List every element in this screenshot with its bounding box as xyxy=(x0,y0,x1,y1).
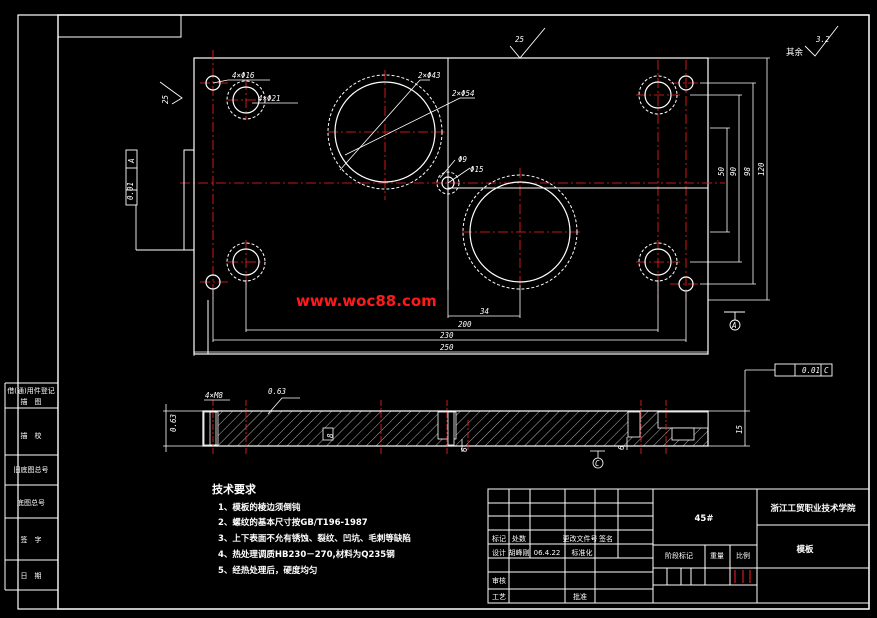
dim-step-right: 6 xyxy=(617,445,626,450)
left-bar-cell: 旧底图总号 xyxy=(14,465,49,474)
parallel-value: 0.01 xyxy=(802,366,820,375)
tb-change-file: 更改文件号 xyxy=(563,534,598,543)
tb-stage-mark: 阶段标记 xyxy=(665,551,693,560)
school-label: 浙江工贸职业技术学院 xyxy=(770,503,856,514)
dim-depth: 8 xyxy=(326,433,335,438)
horizontal-dimensions xyxy=(193,200,708,356)
tech-item: 1、模板的棱边须倒钝 xyxy=(218,502,301,513)
left-record-bar xyxy=(4,382,58,591)
flatness-frame xyxy=(125,149,138,206)
dim-bore-large: 2×Φ43 xyxy=(418,71,441,80)
vertical-dimensions xyxy=(690,57,770,301)
counterbore-outline xyxy=(226,242,266,282)
dim-thread: 4×M8 xyxy=(205,391,224,400)
counterbore-hole xyxy=(644,248,672,276)
corner-hole xyxy=(205,75,221,91)
tb-count: 处数 xyxy=(512,534,526,543)
dim-90: 90 xyxy=(729,166,738,176)
dim-34: 34 xyxy=(479,307,489,316)
title-block xyxy=(487,488,870,604)
center-lines xyxy=(180,50,725,300)
left-bar-cell: 底图总号 xyxy=(17,498,45,507)
tb-weight: 重量 xyxy=(710,552,724,560)
tech-item: 3、上下表面不允有锈蚀、裂纹、凹坑、毛刺等缺陷 xyxy=(218,533,411,544)
dim-98: 98 xyxy=(743,166,752,176)
watermark: www.woc88.com xyxy=(296,292,437,310)
section-view xyxy=(163,363,833,469)
dim-side-left: 0.63 xyxy=(169,413,178,432)
top-view xyxy=(125,25,839,356)
dim-pin-small: Φ9 xyxy=(458,155,468,164)
tb-approve: 批准 xyxy=(573,592,587,601)
roughness-left-label: 25 xyxy=(161,94,170,104)
flatness-value: 0.01 xyxy=(126,182,135,200)
dim-250: 250 xyxy=(440,343,454,352)
dim-pin-outer: Φ15 xyxy=(470,165,484,174)
roughness-side-label: 0.63 xyxy=(268,387,287,396)
dim-thickness: 15 xyxy=(735,424,744,434)
dim-bore-outer: 2×Φ54 xyxy=(452,89,475,98)
tb-standardize: 标准化 xyxy=(572,548,593,557)
part-name-label: 模板 xyxy=(796,544,814,555)
counterbore-outline xyxy=(638,75,678,115)
counterbore-hole xyxy=(232,248,260,276)
tb-design-date: 06.4.22 xyxy=(534,549,561,557)
tb-designer: 胡峰刚 xyxy=(509,548,530,557)
tb-scale: 比例 xyxy=(736,551,750,560)
left-bar-cell: 日 期 xyxy=(21,572,42,580)
datum-c-symbol xyxy=(592,457,604,469)
tb-process: 工艺 xyxy=(492,593,506,601)
roughness-top-label: 25 xyxy=(515,35,525,44)
surface-finish-label: 其余 xyxy=(786,47,804,58)
dim-230: 230 xyxy=(440,331,454,340)
tech-item: 5、经热处理后，硬度均匀 xyxy=(218,565,317,576)
parallel-datum: C xyxy=(824,366,829,375)
roughness-overall-label: 3.2 xyxy=(815,35,830,44)
tb-design: 设计 xyxy=(492,548,506,557)
counterbore-hole xyxy=(644,81,672,109)
datum-a-symbol xyxy=(729,319,741,331)
tech-item: 2、螺纹的基本尺寸按GB/T196-1987 xyxy=(218,517,368,528)
corner-hole xyxy=(678,276,694,292)
corner-hole xyxy=(205,274,221,290)
parallelism-frame xyxy=(774,363,833,377)
corner-hole xyxy=(678,75,694,91)
tb-sign: 签名 xyxy=(599,534,613,543)
tech-title: 技术要求 xyxy=(212,482,257,496)
dim-50: 50 xyxy=(717,166,726,176)
tb-mark: 标记 xyxy=(492,534,506,543)
tb-review: 审核 xyxy=(492,576,506,585)
large-bore xyxy=(334,81,436,183)
roughness-symbols xyxy=(159,25,839,105)
flatness-datum: A xyxy=(127,158,136,164)
dim-step-left: 6 xyxy=(460,447,469,452)
left-bar-cell: 借(通)用件登记 xyxy=(7,386,54,395)
dim-holes-cbore: 4×Φ21 xyxy=(258,94,281,103)
tech-item: 4、热处理调质HB230－270,材料为Q235钢 xyxy=(218,549,395,560)
left-bar-cell: 描 校 xyxy=(21,431,42,440)
left-bar-cell: 签 字 xyxy=(21,535,42,544)
material-label: 45# xyxy=(695,514,714,524)
dim-120: 120 xyxy=(757,162,766,176)
left-bar-cell: 描 图 xyxy=(21,397,42,406)
datum-c-letter: C xyxy=(595,459,600,468)
drawing-number-box xyxy=(57,14,182,38)
dim-200: 200 xyxy=(458,320,472,329)
counterbore-hole xyxy=(232,86,260,114)
inner-frame xyxy=(57,14,870,610)
bore-outer-outline xyxy=(327,74,443,190)
counterbore-outline xyxy=(638,242,678,282)
bore-outer-outline xyxy=(462,174,578,290)
dim-holes-small: 4×Φ16 xyxy=(232,71,255,80)
counterbore-outline xyxy=(226,80,266,120)
datum-a-letter: A xyxy=(731,321,737,330)
large-bore xyxy=(469,181,571,283)
